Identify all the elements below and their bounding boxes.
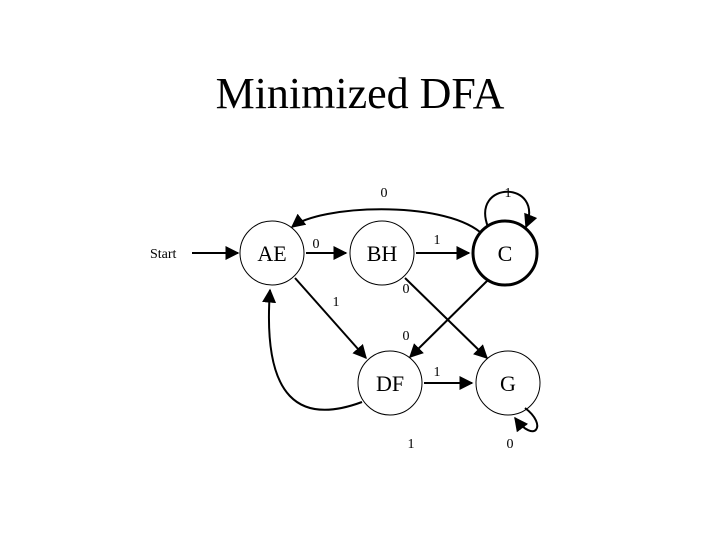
edge-c-ae bbox=[290, 208, 481, 233]
state-g: G bbox=[475, 350, 541, 416]
state-ae-circle bbox=[239, 220, 305, 286]
edge-ae-df bbox=[294, 277, 367, 360]
slide-title: Minimized DFA bbox=[215, 69, 505, 118]
state-bh-label: BH bbox=[367, 241, 398, 266]
state-df: DF bbox=[357, 350, 423, 416]
edge-c-df-label: 0 bbox=[403, 282, 410, 297]
start-label: Start bbox=[150, 247, 177, 262]
edge-g-g-label: 0 bbox=[507, 437, 514, 452]
edge-c-c-label: 1 bbox=[505, 186, 512, 201]
state-bh-circle bbox=[349, 220, 415, 286]
edge-df-ae bbox=[262, 288, 363, 411]
edge-c-df bbox=[409, 279, 489, 358]
state-c-circle bbox=[471, 219, 539, 287]
edge-bh-c-label: 1 bbox=[434, 233, 441, 248]
edge-df-g-label: 1 bbox=[434, 365, 441, 380]
edge-bh-g-label: 0 bbox=[403, 329, 410, 344]
state-df-circle bbox=[357, 350, 423, 416]
state-c-label: C bbox=[498, 241, 513, 266]
state-g-label: G bbox=[500, 371, 516, 396]
edge-ae-df-label: 1 bbox=[333, 295, 340, 310]
edge-df-ae-label: 1 bbox=[408, 437, 415, 452]
state-bh: BH bbox=[349, 220, 415, 286]
state-ae-label: AE bbox=[257, 241, 286, 266]
state-ae: AE bbox=[239, 220, 305, 286]
state-df-label: DF bbox=[376, 371, 404, 396]
edge-bh-g bbox=[404, 277, 489, 359]
edge-ae-bh-label: 0 bbox=[313, 237, 320, 252]
edge-c-ae-label: 0 bbox=[381, 186, 388, 201]
state-g-circle bbox=[475, 350, 541, 416]
edge-g-g bbox=[514, 407, 539, 433]
edge-c-c bbox=[484, 190, 538, 229]
state-c: C bbox=[471, 219, 539, 287]
